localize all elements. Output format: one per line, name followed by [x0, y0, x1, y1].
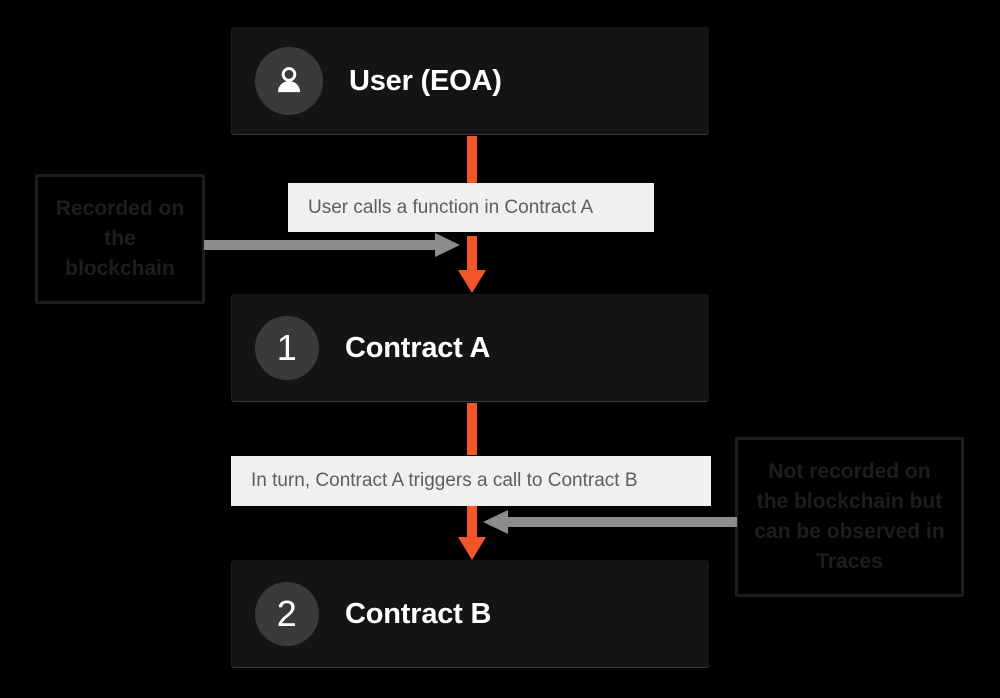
avatar	[255, 47, 323, 115]
annotation-arrow-right	[483, 510, 737, 534]
annotation-box-recorded: Recorded on the blockchain	[35, 174, 205, 304]
caption-text-2: In turn, Contract A triggers a call to C…	[251, 470, 638, 491]
annotation-text-recorded: Recorded on the blockchain	[55, 197, 185, 280]
step-badge-2: 2	[255, 582, 319, 646]
caption-chip-2: In turn, Contract A triggers a call to C…	[231, 456, 711, 506]
node-title-user: User (EOA)	[349, 64, 502, 97]
node-title-contract-b: Contract B	[345, 597, 492, 630]
node-card-contract-a[interactable]: 1 Contract A	[231, 294, 709, 402]
caption-text-1: User calls a function in Contract A	[308, 196, 594, 218]
node-card-user[interactable]: User (EOA)	[231, 27, 709, 135]
step-badge-1: 1	[255, 316, 319, 380]
annotation-arrow-left	[204, 233, 460, 257]
node-card-contract-b[interactable]: 2 Contract B	[231, 560, 709, 668]
person-icon	[277, 67, 301, 93]
flow-arrow-1	[458, 136, 486, 293]
caption-chip-1: User calls a function in Contract A	[288, 183, 654, 232]
step-number-1: 1	[276, 327, 298, 368]
annotation-box-not-recorded: Not recorded on the blockchain but can b…	[735, 437, 964, 597]
step-number-2: 2	[276, 593, 298, 634]
annotation-text-not-recorded: Not recorded on the blockchain but can b…	[754, 460, 945, 573]
node-title-contract-a: Contract A	[345, 331, 491, 364]
flow-arrow-2	[458, 403, 486, 560]
